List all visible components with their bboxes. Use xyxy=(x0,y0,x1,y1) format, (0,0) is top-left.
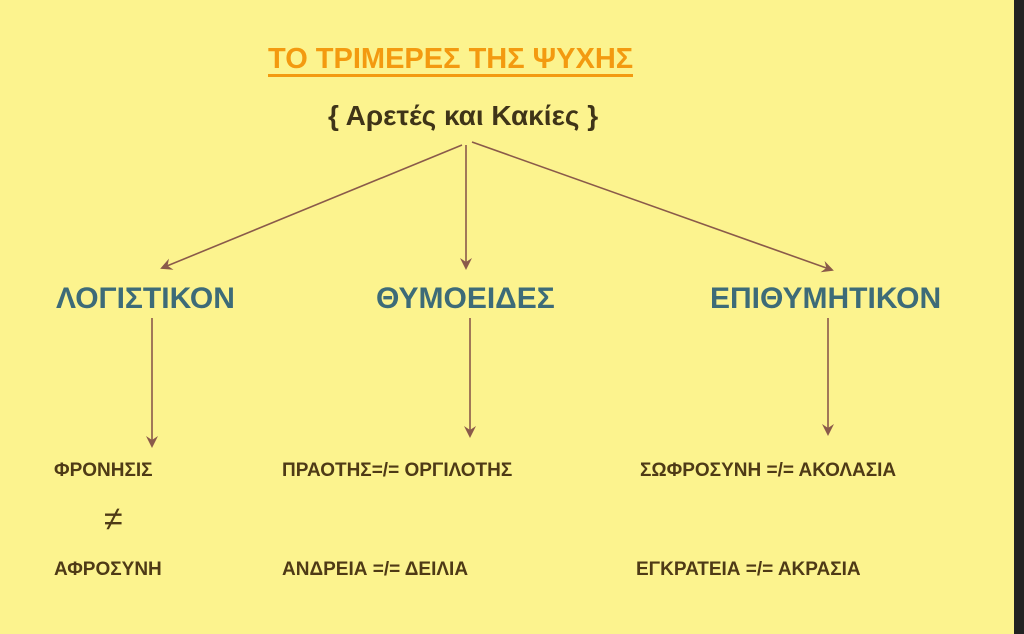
category-thymoeides: ΘΥΜΟΕΙΔΕΣ xyxy=(376,282,555,315)
right-border xyxy=(1014,0,1024,634)
diagram-title: ΤΟ ΤΡΙΜΕΡΕΣ ΤΗΣ ΨΥΧΗΣ xyxy=(268,43,634,77)
virtue-fronisis: ΦΡΟΝΗΣΙΣ xyxy=(54,460,153,481)
thymoeides-pair-2: ΑΝΔΡΕΙΑ =/= ΔΕΙΛΙΑ xyxy=(282,559,469,580)
not-equal-symbol: ≠ xyxy=(104,500,123,538)
thymoeides-pair-1: ΠΡΑΟΤΗΣ=/= ΟΡΓΙΛΟΤΗΣ xyxy=(282,460,513,481)
vice-afrosyni: ΑΦΡΟΣΥΝΗ xyxy=(54,559,162,580)
epithymitikon-pair-2: ΕΓΚΡΑΤΕΙΑ =/= ΑΚΡΑΣΙΑ xyxy=(636,559,861,580)
diagram-subtitle: { Αρετές και Κακίες } xyxy=(328,100,599,131)
category-epithymitikon: ΕΠΙΘΥΜΗΤΙΚΟΝ xyxy=(710,282,942,315)
arrow-to-epithymitikon xyxy=(471,141,834,273)
category-logistikon: ΛΟΓΙΣΤΙΚΟΝ xyxy=(56,282,235,315)
epithymitikon-pair-1: ΣΩΦΡΟΣΥΝΗ =/= ΑΚΟΛΑΣΙΑ xyxy=(640,460,897,481)
arrow-to-logistikon xyxy=(160,144,463,270)
